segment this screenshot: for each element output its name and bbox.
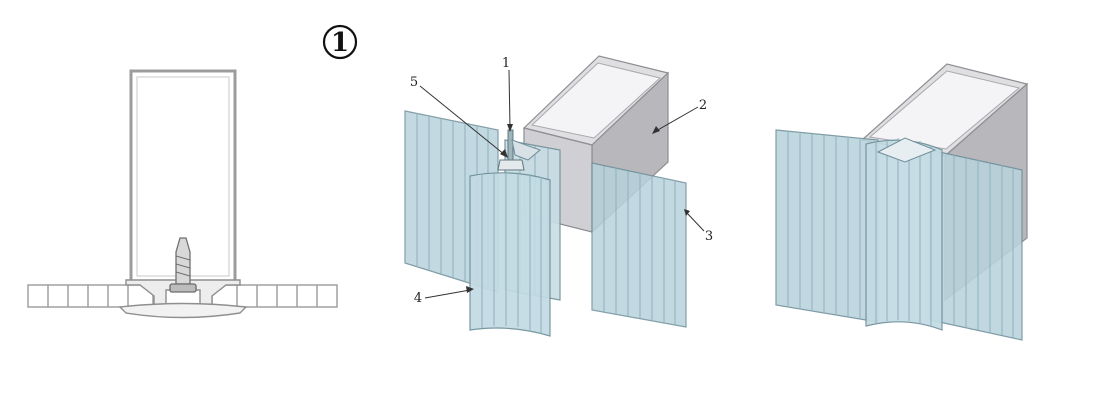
section-cover-cap (118, 302, 248, 319)
screw-icon (169, 237, 197, 293)
section-base-profile (125, 279, 241, 308)
label-1: 1 (502, 56, 510, 71)
label-3: 3 (705, 229, 713, 244)
section-sheet-right (211, 284, 338, 308)
leader-lines (419, 69, 705, 299)
label-4: 4 (414, 291, 422, 306)
step-marker: 1 (322, 24, 358, 60)
cross-section-view (27, 69, 338, 319)
step-number: 1 (331, 28, 349, 58)
assembled-cover-cap (865, 137, 943, 331)
cover-cap (469, 171, 551, 337)
label-5: 5 (410, 75, 418, 90)
label-2: 2 (699, 98, 707, 113)
assembled-panel-right (929, 149, 1023, 341)
screw-icon (497, 129, 541, 171)
panel-right (591, 162, 687, 328)
exploded-view: 1 2 3 4 5 (404, 55, 713, 337)
assembled-panel-left (775, 129, 879, 323)
assembled-view (775, 63, 1029, 341)
section-sheet-left (27, 284, 154, 308)
